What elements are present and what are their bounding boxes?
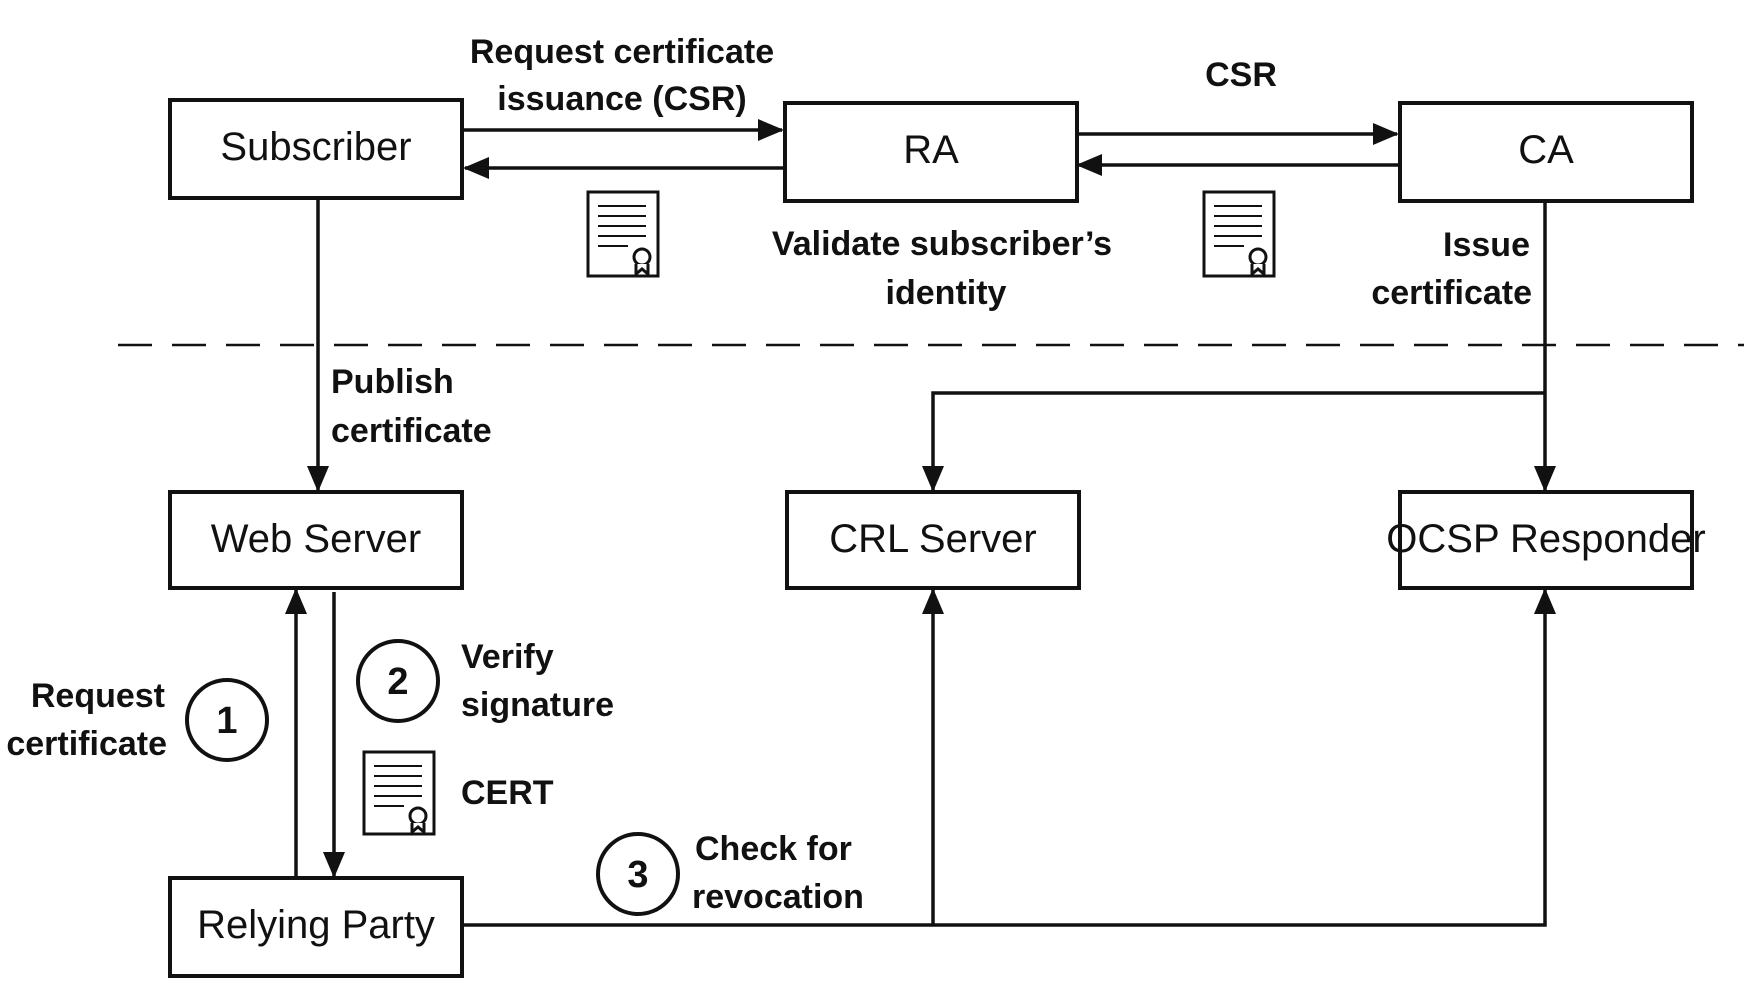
ocsp-responder-label: OCSP Responder	[1386, 517, 1705, 561]
validate-identity-label-2: identity	[886, 274, 1007, 312]
issue-certificate-label-2: certificate	[1371, 274, 1532, 312]
ocsp-responder-box: OCSP Responder	[1386, 490, 1706, 590]
csr-label: CSR	[1205, 56, 1277, 94]
arrow-ca-to-crl	[922, 391, 1545, 492]
request-certificate-label-1: Request	[31, 677, 165, 715]
certificate-icon	[586, 190, 660, 278]
ca-box: CA	[1398, 101, 1694, 203]
web-server-label: Web Server	[211, 517, 421, 561]
validate-identity-label-1: Validate subscriber’s	[772, 225, 1112, 263]
crl-server-label: CRL Server	[829, 517, 1036, 561]
check-revocation-label-2: revocation	[692, 878, 864, 916]
ra-box: RA	[783, 101, 1079, 203]
step-3-number: 3	[627, 854, 648, 896]
cert-label: CERT	[461, 774, 554, 812]
crl-server-box: CRL Server	[785, 490, 1081, 590]
line-relyingparty-revocation	[462, 588, 1556, 927]
request-issuance-label-1: Request certificate	[470, 33, 774, 71]
ra-label: RA	[903, 128, 959, 172]
relying-party-label: Relying Party	[197, 903, 435, 947]
publish-certificate-label-1: Publish	[331, 363, 454, 401]
step-3-badge: 3	[596, 832, 680, 916]
web-server-box: Web Server	[168, 490, 464, 590]
publish-certificate-label-2: certificate	[331, 412, 492, 450]
check-revocation-label-1: Check for	[695, 830, 852, 868]
certificate-icon	[1202, 190, 1276, 278]
step-1-number: 1	[216, 700, 237, 742]
step-2-badge: 2	[356, 639, 440, 723]
step-1-badge: 1	[185, 678, 269, 762]
step-2-number: 2	[387, 661, 408, 703]
issue-certificate-label-1: Issue	[1443, 226, 1530, 264]
certificate-icon	[362, 750, 436, 836]
ca-label: CA	[1518, 128, 1574, 172]
subscriber-box: Subscriber	[168, 98, 464, 200]
request-issuance-label-2: issuance (CSR)	[497, 80, 746, 118]
verify-signature-label-2: signature	[461, 686, 614, 724]
request-certificate-label-2: certificate	[6, 725, 167, 763]
subscriber-label: Subscriber	[220, 125, 411, 169]
relying-party-box: Relying Party	[168, 876, 464, 978]
verify-signature-label-1: Verify	[461, 638, 554, 676]
